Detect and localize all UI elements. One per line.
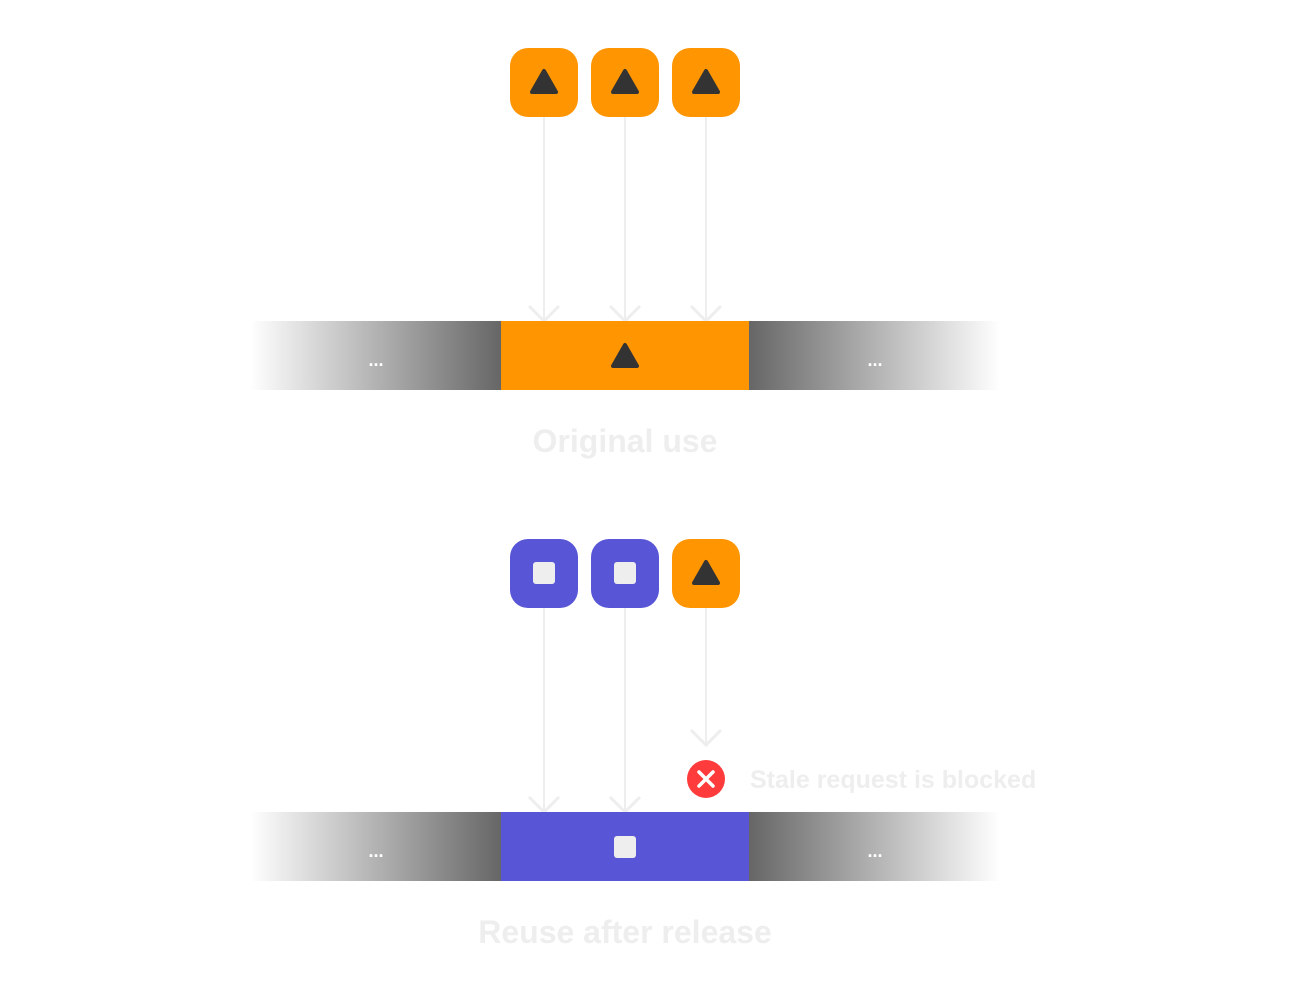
square-icon	[614, 562, 636, 584]
triangle-icon	[530, 69, 558, 94]
triangle-icon	[611, 69, 639, 94]
client-1	[510, 539, 578, 608]
triangle-icon	[692, 69, 720, 94]
x-mark-icon	[697, 770, 715, 788]
square-icon	[533, 562, 555, 584]
ellipsis-right-bottom: ...	[867, 841, 882, 861]
client-3	[672, 48, 740, 117]
memory-bar-right	[749, 812, 1000, 881]
arrow-head-icon	[689, 728, 723, 748]
client-2	[591, 48, 659, 117]
reuse-after-release-panel	[250, 539, 1000, 881]
square-icon	[614, 836, 636, 858]
client-2	[591, 539, 659, 608]
caption-reuse-after-release: Reuse after release	[478, 914, 772, 950]
ellipsis-right-top: ...	[867, 350, 882, 370]
original-use-panel	[250, 48, 1000, 390]
memory-bar-right	[749, 321, 1000, 390]
memory-bar-left	[250, 812, 501, 881]
blocked-note: Stale request is blocked	[750, 766, 1036, 794]
caption-original-use: Original use	[533, 423, 718, 459]
client-3	[672, 539, 740, 608]
ellipsis-left-top: ...	[368, 350, 383, 370]
triangle-icon	[611, 343, 639, 368]
client-1	[510, 48, 578, 117]
ellipsis-left-bottom: ...	[368, 841, 383, 861]
memory-bar-left	[250, 321, 501, 390]
triangle-icon	[692, 560, 720, 585]
